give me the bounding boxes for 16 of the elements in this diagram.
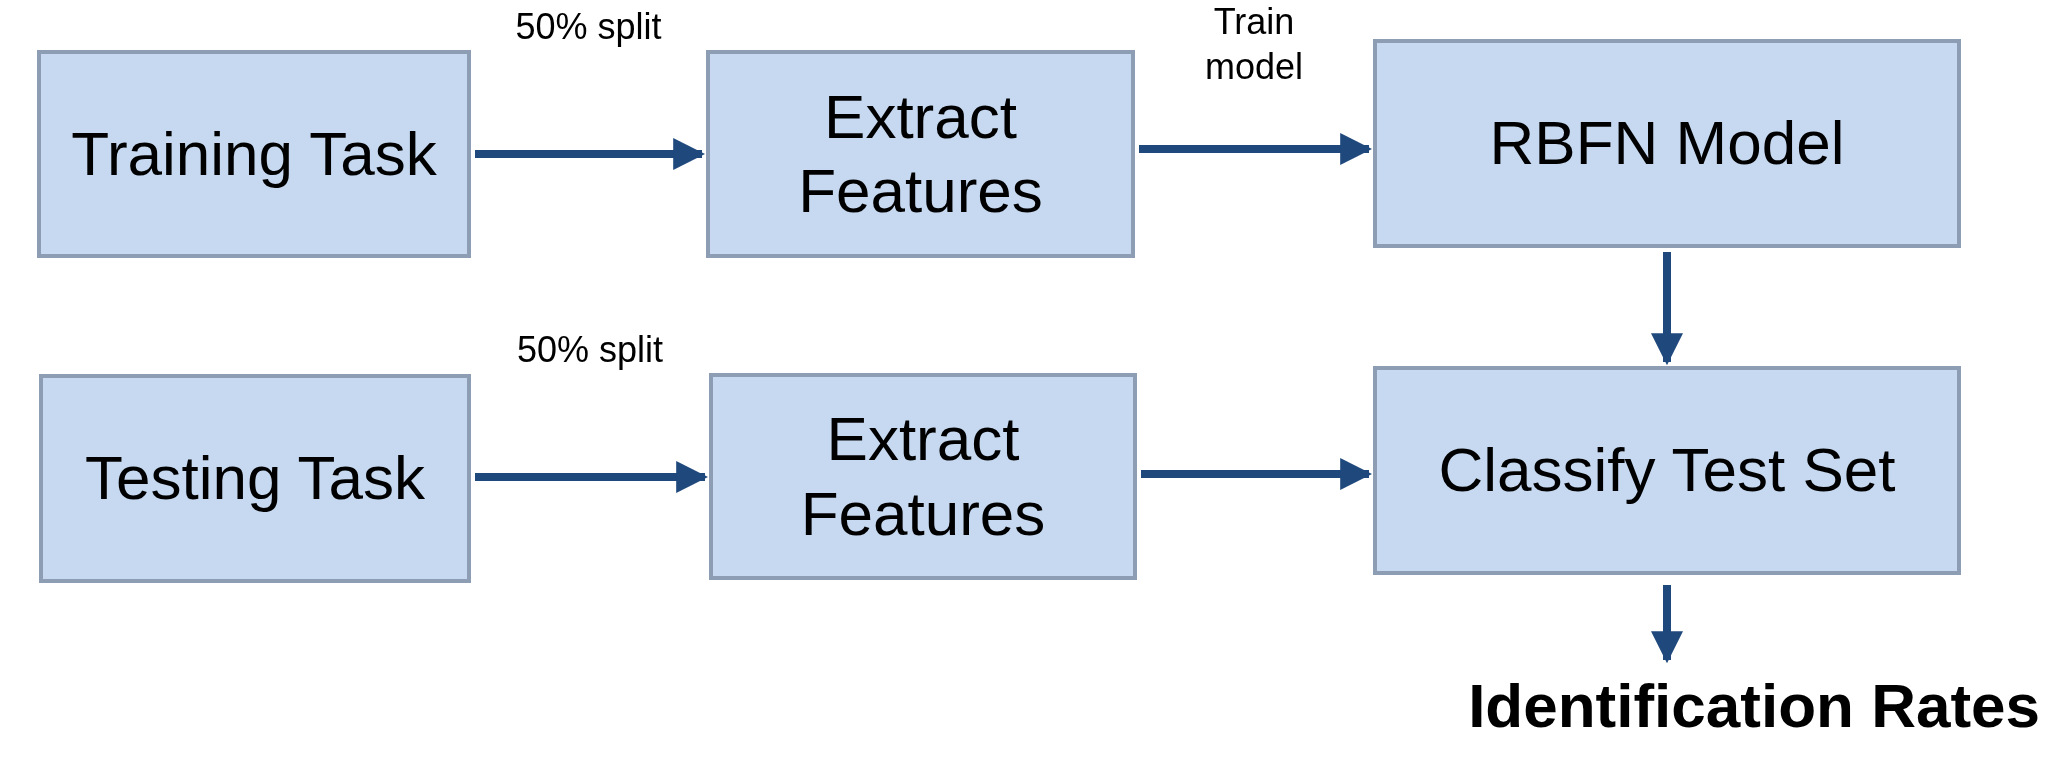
box-label: Extract Features	[797, 80, 1044, 227]
edge-label: Train model	[1203, 0, 1305, 89]
process-box	[1373, 39, 1961, 248]
process-box	[706, 50, 1135, 258]
edge-label: 50% split	[515, 328, 665, 372]
process-box	[37, 50, 471, 258]
box-label: Extract Features	[799, 403, 1047, 550]
box-label: Testing Task	[85, 442, 425, 515]
result-text: Identification Rates	[1468, 669, 2040, 741]
process-box	[39, 374, 471, 583]
process-box	[1373, 366, 1961, 575]
process-box	[709, 373, 1137, 580]
box-label: Training Task	[71, 117, 437, 190]
edge-label: 50% split	[514, 5, 663, 49]
box-label: Classify Test Set	[1438, 434, 1896, 507]
box-label: RBFN Model	[1489, 107, 1845, 180]
